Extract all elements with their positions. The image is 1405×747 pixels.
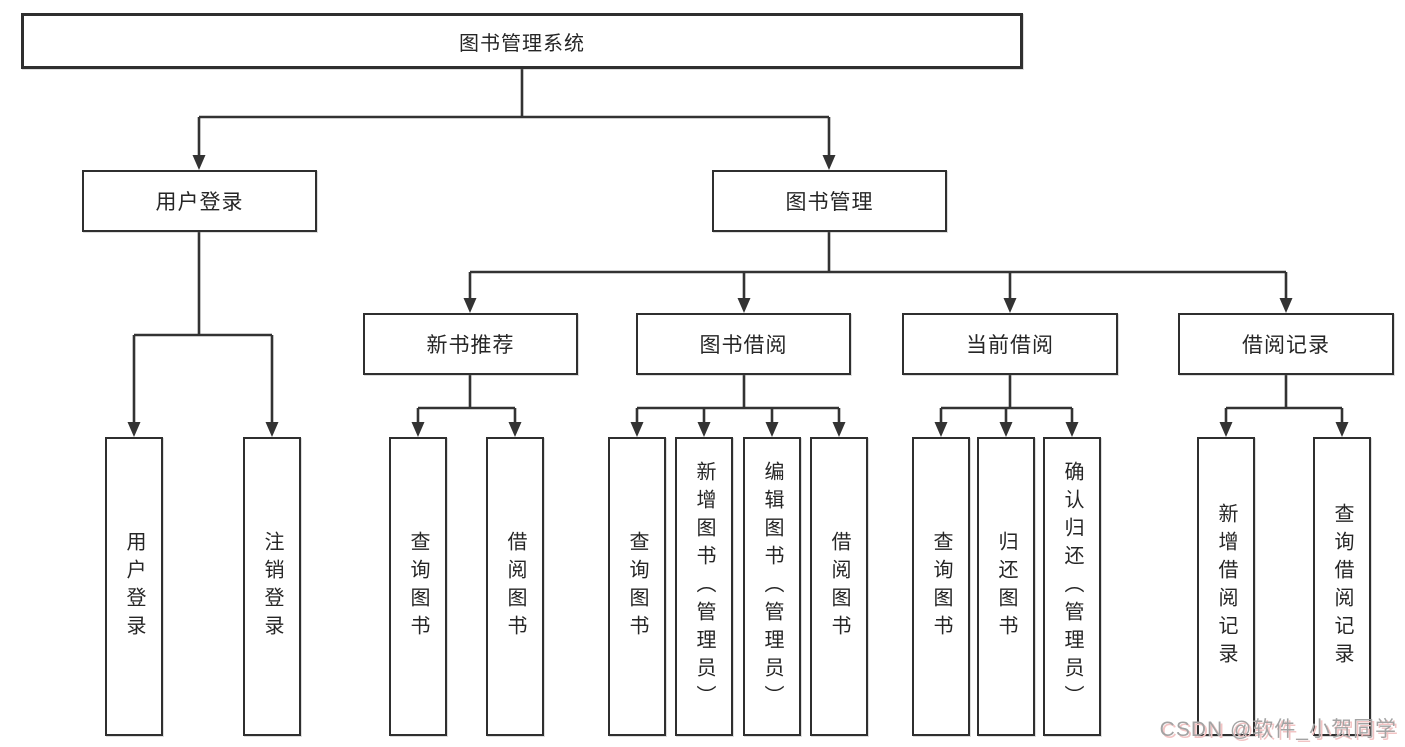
node-label: 借阅记录 [1242, 334, 1330, 357]
leaf-label: 确认归还（管理员） [1061, 460, 1083, 713]
leaf-edit-books-admin: 编辑图书（管理员） [743, 437, 801, 736]
leaf-add-books-admin: 新增图书（管理员） [675, 437, 733, 736]
leaf-label: 新增图书（管理员） [693, 460, 715, 713]
node-book-borrowing: 图书借阅 [636, 313, 851, 375]
leaf-logout: 注销登录 [243, 437, 301, 736]
leaf-return-books: 归还图书 [977, 437, 1035, 736]
csdn-watermark: CSDN @软件_小贺同学 [1159, 718, 1397, 741]
leaf-add-borrow-record: 新增借阅记录 [1197, 437, 1255, 736]
leaf-confirm-return-admin: 确认归还（管理员） [1043, 437, 1101, 736]
leaf-user-login: 用户登录 [105, 437, 163, 736]
node-label: 图书管理 [785, 191, 874, 214]
node-label: 新书推荐 [426, 334, 515, 357]
leaf-label: 编辑图书（管理员） [761, 460, 783, 713]
node-label: 图书管理系统 [459, 32, 585, 55]
node-library-management-system: 图书管理系统 [21, 13, 1023, 69]
leaf-query-borrow-record: 查询借阅记录 [1313, 437, 1371, 736]
leaf-label: 查询借阅记录 [1331, 502, 1353, 671]
leaf-borrow-books: 借阅图书 [810, 437, 868, 736]
node-new-book-recommend: 新书推荐 [363, 313, 578, 375]
leaf-query-books-borrowing: 查询图书 [608, 437, 666, 736]
node-label: 当前借阅 [966, 334, 1054, 357]
leaf-label: 查询图书 [626, 530, 648, 643]
leaf-label: 查询图书 [930, 530, 952, 643]
leaf-label: 用户登录 [123, 530, 145, 643]
leaf-label: 借阅图书 [828, 530, 850, 643]
node-borrowing-records: 借阅记录 [1178, 313, 1394, 375]
node-label: 用户登录 [155, 191, 244, 214]
leaf-label: 新增借阅记录 [1215, 502, 1237, 671]
leaf-query-books-recommend: 查询图书 [389, 437, 447, 736]
leaf-label: 借阅图书 [504, 530, 526, 643]
leaf-borrow-books-recommend: 借阅图书 [486, 437, 544, 736]
node-user-login: 用户登录 [82, 170, 317, 232]
leaf-label: 归还图书 [995, 530, 1017, 643]
leaf-label: 注销登录 [261, 530, 283, 643]
node-book-management: 图书管理 [712, 170, 947, 232]
node-current-borrowing: 当前借阅 [902, 313, 1118, 375]
leaf-query-books-current: 查询图书 [912, 437, 970, 736]
node-label: 图书借阅 [699, 334, 788, 357]
leaf-label: 查询图书 [407, 530, 429, 643]
